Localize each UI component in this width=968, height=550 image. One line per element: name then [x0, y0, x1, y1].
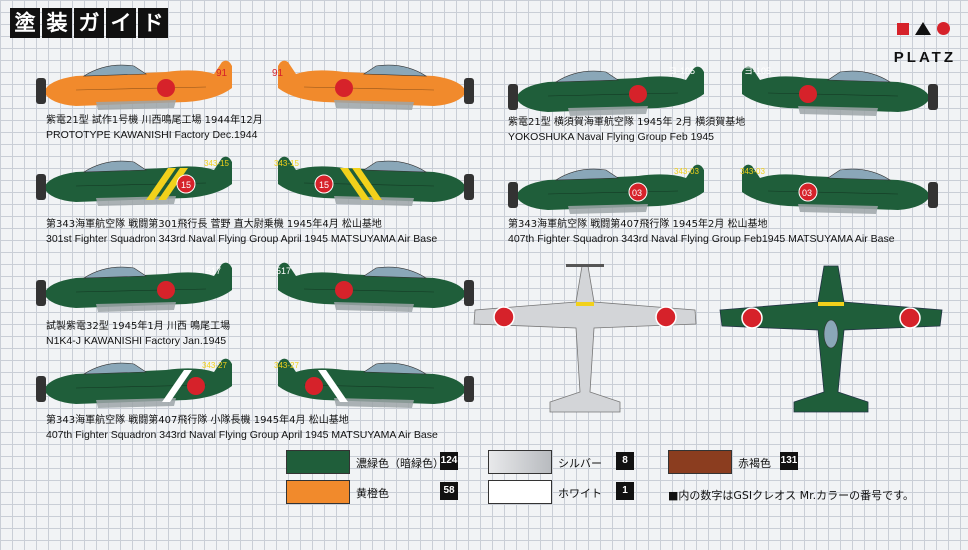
- hinomaru-icon: [335, 79, 353, 97]
- hinomaru-icon: [176, 174, 196, 194]
- paint-code: 8: [616, 452, 634, 470]
- tail-number: 517: [206, 266, 221, 276]
- plane-407b-left: 343-27: [36, 358, 233, 409]
- tail-number: 91: [216, 68, 228, 79]
- tail-number: 517: [276, 266, 291, 276]
- brand-name: PLATZ: [893, 49, 956, 66]
- tail-number: 343-15: [274, 159, 299, 168]
- plane-prototype-right: 91: [272, 60, 475, 111]
- plane-yokosuka-right: ヨ-105: [741, 66, 939, 117]
- brand-logo: PLATZ: [860, 22, 956, 66]
- logo-shapes-icon: [897, 22, 950, 35]
- fuselage-number: 03: [632, 188, 642, 198]
- caption-301: 第343海軍航空隊 戦闘第301飛行長 菅野 直大尉乗機 1945年4月 松山基…: [46, 219, 438, 245]
- hinomaru-icon: [629, 85, 647, 103]
- title-char: 装: [42, 8, 72, 38]
- tail-number: 91: [272, 68, 284, 79]
- plane-n1k4-right: 517: [276, 262, 475, 313]
- hinomaru-icon: [741, 307, 763, 329]
- paint-note: ■内の数字はGSIクレオス Mr.カラーの番号です。: [668, 489, 915, 502]
- title-char: ド: [138, 8, 168, 38]
- plane-407a-left: 03 343-03: [508, 164, 705, 215]
- tail-number: 343-03: [674, 167, 699, 176]
- paint-swatch: [668, 450, 732, 474]
- tail-number: ヨ-105: [668, 66, 695, 76]
- paint-label: 赤褐色: [738, 457, 771, 470]
- hinomaru-icon: [157, 281, 175, 299]
- tail-number: 343-03: [740, 167, 765, 176]
- plane-301-right: 15 343-15: [274, 156, 475, 207]
- fuselage-number: 15: [319, 180, 329, 190]
- plane-yokosuka-left: ヨ-105: [508, 66, 705, 117]
- hinomaru-icon: [899, 307, 921, 329]
- caption-yokosuka: 紫電21型 横須賀海軍航空隊 1945年 2月 横須賀基地 YOKOSHUKA …: [508, 117, 746, 143]
- plane-n1k4-left: 517: [36, 262, 233, 313]
- fuselage-number: 03: [802, 188, 812, 198]
- paint-code: 124: [440, 452, 458, 470]
- hinomaru-icon: [799, 85, 817, 103]
- title-char: ガ: [74, 8, 104, 38]
- tail-number: ヨ-105: [744, 66, 771, 76]
- title-char: イ: [106, 8, 136, 38]
- paint-code: 131: [780, 452, 798, 470]
- caption-407a: 第343海軍航空隊 戦闘第407飛行隊 1945年2月 松山基地 407th F…: [508, 219, 895, 245]
- hinomaru-icon: [493, 306, 515, 328]
- tail-number: 343-27: [202, 361, 227, 370]
- caption-n1k4: 試製紫電32型 1945年1月 川西 鳴尾工場 N1K4-J KAWANISHI…: [46, 321, 231, 347]
- hinomaru-icon: [187, 377, 205, 395]
- hinomaru-icon: [157, 79, 175, 97]
- fuselage-number: 15: [181, 180, 191, 190]
- guide-title: 塗 装 ガ イ ド: [10, 8, 168, 38]
- plane-407a-right: 03 343-03: [740, 164, 939, 215]
- tail-number: 343-27: [274, 361, 299, 370]
- title-char: 塗: [10, 8, 40, 38]
- paint-label: ホワイト: [558, 487, 602, 500]
- hinomaru-icon: [314, 174, 334, 194]
- paint-swatch: [488, 480, 552, 504]
- paint-swatch: [488, 450, 552, 474]
- plane-407b-right: 343-27: [274, 358, 475, 409]
- caption-prototype: 紫電21型 試作1号機 川西鳴尾工場 1944年12月 PROTOTYPE KA…: [46, 115, 263, 141]
- hinomaru-icon: [628, 182, 648, 202]
- caption-407b: 第343海軍航空隊 戦闘第407飛行隊 小隊長機 1945年4月 松山基地 40…: [46, 415, 438, 441]
- hinomaru-icon: [305, 377, 323, 395]
- plane-prototype-left: 91: [36, 60, 233, 111]
- paint-swatch: [286, 480, 350, 504]
- hinomaru-icon: [335, 281, 353, 299]
- paint-code: 1: [616, 482, 634, 500]
- tail-number: 343-15: [204, 159, 229, 168]
- plane-301-left: 15 343-15: [36, 156, 233, 207]
- hinomaru-icon: [798, 182, 818, 202]
- plane-top-silver: [473, 264, 697, 413]
- plane-top-green: [719, 265, 943, 413]
- paint-label: シルバー: [558, 457, 602, 470]
- paint-label: 黄橙色: [356, 487, 389, 500]
- paint-swatch: [286, 450, 350, 474]
- hinomaru-icon: [655, 306, 677, 328]
- paint-label: 濃緑色（暗緑色）: [356, 457, 444, 470]
- paint-code: 58: [440, 482, 458, 500]
